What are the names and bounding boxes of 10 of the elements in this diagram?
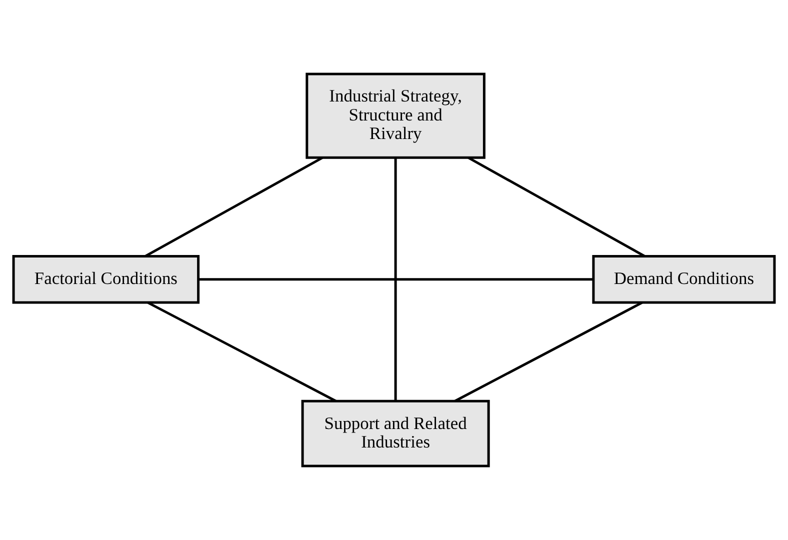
connector <box>454 302 643 402</box>
node-box: Industrial Strategy, Structure and Rivalry <box>306 72 486 159</box>
connector <box>198 278 594 281</box>
connector <box>144 156 324 258</box>
connector <box>468 156 646 258</box>
node-box: Support and Related Industries <box>301 400 490 468</box>
connector <box>394 158 397 401</box>
node-box: Demand Conditions <box>592 255 776 304</box>
node-box: Factorial Conditions <box>12 255 200 304</box>
connector <box>147 302 336 402</box>
